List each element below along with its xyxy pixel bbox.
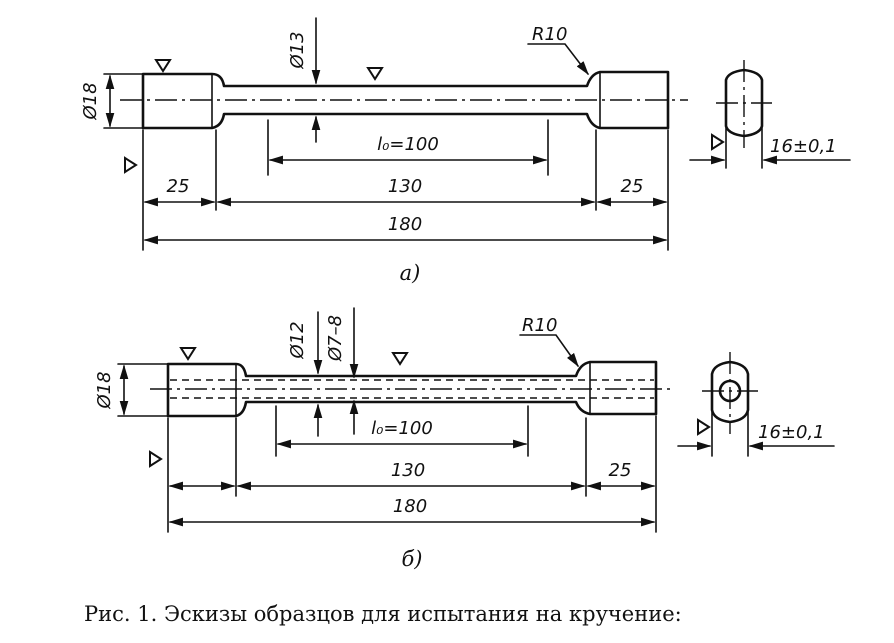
end-view-b: 16±0,1	[677, 352, 835, 457]
dim-flat-a: 16±0,1	[770, 136, 837, 157]
figure-a: Ø18 Ø13 R10 l₀=100 25 130 25 180	[80, 17, 851, 285]
figure-a-label: а)	[400, 261, 421, 285]
roughness-mark	[154, 59, 172, 73]
dim-dia18-b: Ø18	[94, 371, 115, 409]
dim-r10-b: R10	[522, 315, 557, 336]
end-view-a: 16±0,1	[689, 60, 851, 169]
roughness-mark	[391, 352, 409, 366]
roughness-mark	[179, 347, 197, 361]
roughness-mark	[366, 67, 384, 81]
specimen-b-outline	[166, 360, 658, 418]
dim-flat-b: 16±0,1	[758, 422, 825, 443]
figure-b-label: б)	[401, 547, 422, 571]
roughness-mark	[711, 133, 725, 151]
leader-r10-b	[519, 334, 579, 368]
roughness-mark	[697, 418, 711, 436]
dim-dia13-a: Ø13	[287, 31, 308, 69]
dim-dia7-8-b: Ø7–8	[325, 315, 346, 362]
figure-b: Ø18 Ø12 Ø7–8 R10 l₀=100 130 25 180	[94, 307, 835, 571]
dim-180-b: 180	[393, 496, 427, 517]
figure-caption: Рис. 1. Эскизы образцов для испытания на…	[84, 602, 682, 626]
dim-grip-left-a: 25	[167, 176, 190, 197]
specimen-a-outline	[141, 70, 670, 130]
dim-grip-right-b: 25	[609, 460, 632, 481]
roughness-mark	[124, 156, 138, 174]
dim-l0-b: l₀=100	[371, 418, 433, 439]
leader-r10-a	[527, 43, 589, 76]
dim-180-a: 180	[388, 214, 422, 235]
dim-130-a: 130	[388, 176, 422, 197]
dim-130-b: 130	[391, 460, 425, 481]
roughness-mark	[149, 450, 163, 468]
dim-grip-right-a: 25	[621, 176, 644, 197]
dim-l0-a: l₀=100	[377, 134, 439, 155]
dim-dia12-b: Ø12	[287, 321, 308, 359]
dim-dia18-a: Ø18	[80, 82, 101, 120]
dim-r10-a: R10	[532, 24, 567, 45]
